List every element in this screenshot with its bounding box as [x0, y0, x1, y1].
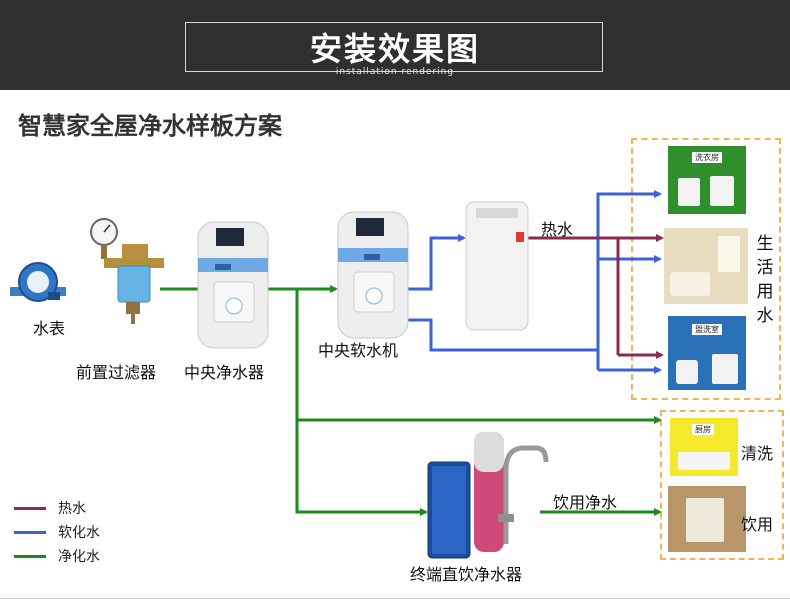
- central-softener-icon: [337, 211, 409, 339]
- dispenser-icon: [686, 498, 724, 542]
- bathroom-image: [664, 228, 748, 304]
- terminal-purifier-icon: [427, 432, 549, 559]
- washer-icon: [678, 178, 700, 206]
- legend-softened-water-label: 软化水: [58, 525, 100, 541]
- cleaning-use-label: 清洗: [741, 444, 774, 463]
- legend-hot-water-line: [14, 507, 46, 510]
- window-icon: [718, 236, 740, 272]
- terminal-group-frame: [660, 410, 784, 560]
- drinking-water-flow-label: 饮用净水: [553, 493, 618, 512]
- banner-subtitle: installation rendering: [335, 67, 455, 77]
- water-meter-icon: [10, 262, 66, 302]
- toilet-icon: [676, 360, 698, 384]
- bottom-divider: [0, 598, 790, 599]
- drinking-scene-image: [668, 486, 746, 552]
- legend-purified-water-label: 净化水: [58, 549, 100, 565]
- domestic-use-label: 生活用水: [756, 234, 774, 326]
- dryer-icon: [710, 176, 734, 206]
- washroom-label: 盥洗室: [692, 324, 722, 335]
- pre-filter-icon: [90, 218, 164, 324]
- water-meter-label: 水表: [33, 319, 66, 338]
- page-title: 智慧家全屋净水样板方案: [18, 112, 282, 140]
- terminal-purifier-label: 终端直饮净水器: [410, 565, 523, 584]
- kitchen-sink-icon: [678, 452, 730, 470]
- hot-water-flow-label: 热水: [541, 220, 574, 239]
- bathtub-icon: [670, 272, 710, 296]
- kitchen-label: 厨房: [692, 424, 714, 435]
- banner-title: 安装效果图: [309, 30, 480, 68]
- pre-filter-label: 前置过滤器: [76, 363, 157, 382]
- central-softener-label: 中央软水机: [318, 341, 399, 360]
- washroom-image: 盥洗室: [668, 316, 746, 390]
- purified-water-pipes: [160, 285, 662, 516]
- domestic-group-frame: [631, 138, 781, 400]
- central-purifier-icon: [197, 221, 269, 349]
- kitchen-image: 厨房: [670, 418, 738, 476]
- softened-water-pipes: [408, 190, 662, 374]
- header-banner: [0, 0, 790, 90]
- legend-purified-water-line: [14, 555, 46, 558]
- drinking-use-label: 饮用: [741, 515, 774, 534]
- legend-hot-water-label: 热水: [58, 501, 86, 517]
- hot-water-pipes: [528, 234, 664, 359]
- legend-softened-water-line: [14, 531, 46, 534]
- water-heater-icon: [465, 201, 529, 331]
- banner-frame: [185, 22, 603, 72]
- sink-icon: [712, 354, 738, 384]
- laundry-room-label: 洗衣房: [692, 152, 722, 163]
- laundry-room-image: 洗衣房: [668, 146, 746, 214]
- central-purifier-label: 中央净水器: [184, 363, 265, 382]
